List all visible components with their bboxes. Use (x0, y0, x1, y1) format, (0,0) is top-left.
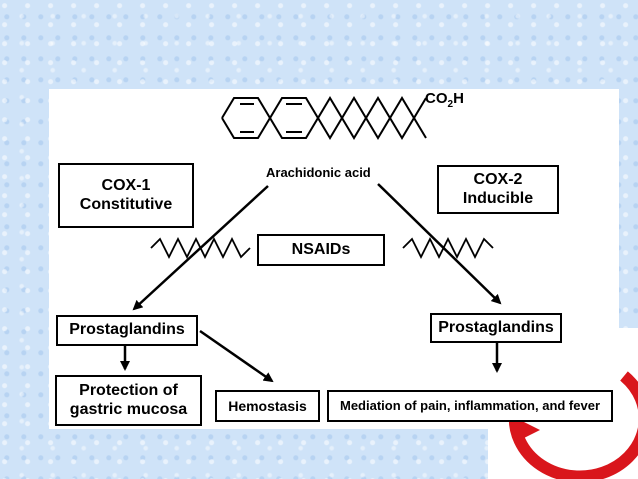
logo-red-arc (508, 371, 638, 479)
right-prostaglandins-box: Prostaglandins (430, 313, 562, 343)
cox2-name: COX-2 (473, 171, 523, 189)
arrow-to-right-prostaglandins (377, 183, 502, 305)
formula-subscript: 2 (447, 99, 454, 110)
cox1-box: COX-1 Constitutive (58, 163, 194, 228)
cox1-type: Constitutive (79, 195, 173, 213)
right-inhibition-zigzag (402, 236, 494, 260)
arrow-to-hemostasis (199, 329, 274, 383)
formula-co: CO (425, 90, 448, 107)
cox1-name: COX-1 (101, 177, 151, 195)
cox2-box: COX-2 Inducible (437, 165, 559, 214)
logo-red-wedge (516, 418, 540, 440)
nsaids-box: NSAIDs (257, 234, 385, 266)
cox2-type: Inducible (462, 189, 534, 207)
protection-line2: gastric mucosa (69, 400, 188, 418)
protection-line1: Protection of (79, 382, 178, 400)
left-prostaglandins-box: Prostaglandins (56, 315, 198, 346)
protection-box: Protection of gastric mucosa (55, 375, 202, 426)
arachidonic-acid-label: Arachidonic acid (266, 165, 371, 180)
left-inhibition-zigzag (150, 236, 251, 260)
hemostasis-box: Hemostasis (215, 390, 320, 422)
arachidonic-acid-structure (221, 96, 427, 140)
mediation-box: Mediation of pain, inflammation, and fev… (327, 390, 613, 422)
formula-co2h: CO2H (425, 90, 464, 110)
formula-h: H (453, 90, 464, 107)
